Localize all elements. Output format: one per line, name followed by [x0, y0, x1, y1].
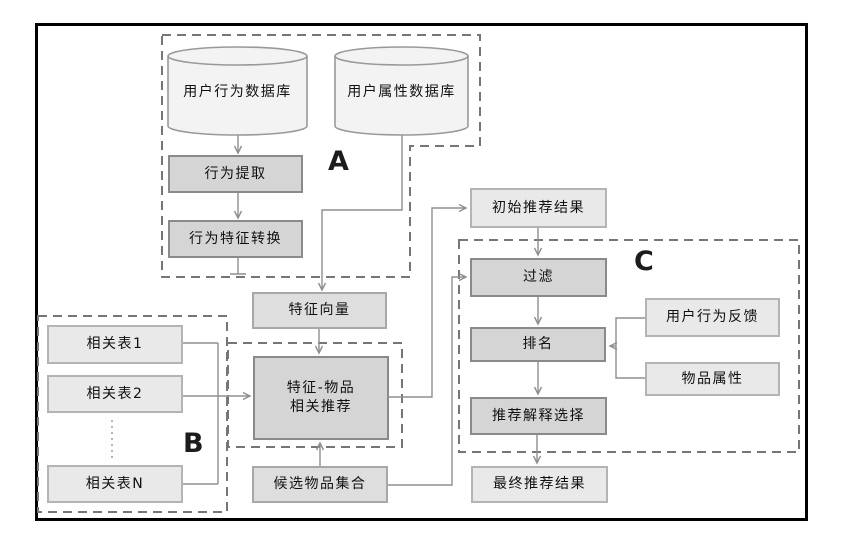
edge-recommender-initial: [389, 203, 468, 398]
feature-item-recommender-box: 特征-物品 相关推荐: [253, 356, 389, 440]
explanation-selection-box: 推荐解释选择: [470, 397, 607, 435]
ranking-box: 排名: [470, 327, 606, 362]
behavior-db-cylinder: [167, 46, 308, 136]
item-attributes-box: 物品属性: [645, 362, 780, 396]
related-table-2-box: 相关表2: [47, 375, 183, 413]
filter-box: 过滤: [470, 258, 607, 297]
user-feedback-box: 用户行为反馈: [645, 298, 780, 337]
edge-feedback-merge: [615, 317, 645, 379]
behavior-feature-conversion-box: 行为特征转换: [168, 220, 303, 258]
region-c-border: [458, 239, 800, 453]
region-a-border: [161, 34, 481, 278]
edge-attributedb-featurevector: [317, 135, 403, 292]
attribute-db-label: 用户属性数据库: [347, 84, 456, 100]
edge-conversion-out: [230, 258, 246, 275]
feature-vector-box: 特征向量: [252, 292, 387, 329]
initial-results-box: 初始推荐结果: [470, 188, 607, 228]
edge-candidates-filter: [388, 272, 468, 486]
behavior-db-label: 用户行为数据库: [183, 84, 292, 100]
attribute-db-cylinder: [334, 46, 469, 136]
related-table-1-box: 相关表1: [47, 325, 183, 364]
feature-item-recommender-line1: 特征-物品: [286, 380, 356, 397]
region-c-label: C: [634, 246, 654, 277]
feature-item-recommender-line2: 相关推荐: [290, 399, 352, 415]
behavior-extraction-box: 行为提取: [168, 155, 303, 193]
final-results-box: 最终推荐结果: [471, 466, 608, 503]
recommender-dashed-border: [227, 342, 403, 448]
candidate-items-box: 候选物品集合: [252, 466, 388, 503]
related-table-n-box: 相关表N: [47, 465, 183, 503]
edge-tables-merge: [183, 342, 219, 485]
region-b-label: B: [183, 428, 204, 459]
region-a-label: A: [328, 146, 349, 177]
